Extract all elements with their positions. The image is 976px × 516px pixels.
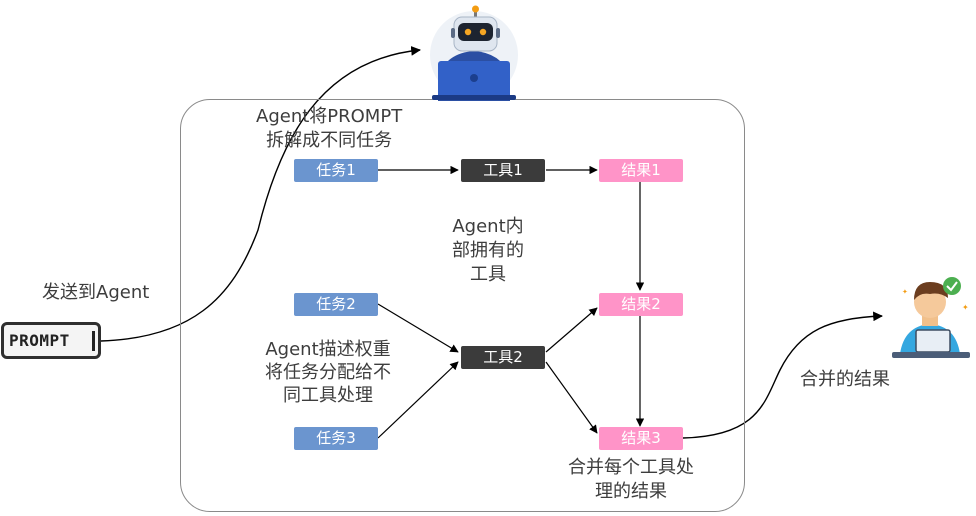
svg-text:✦: ✦	[962, 303, 969, 312]
label-send-to-agent: 发送到Agent	[42, 282, 150, 303]
arrow-task3-tool2	[377, 361, 459, 439]
label-agent-tools: Agent内 部拥有的 工具	[452, 216, 524, 285]
label-assign-tasks: Agent描述权重 将任务分配给不 同工具处理	[265, 339, 391, 406]
label-merge-each: 合并每个工具处 理的结果	[568, 457, 694, 502]
arrow-tool2-result2	[545, 307, 598, 353]
svg-text:✦: ✦	[902, 288, 908, 296]
curve-result3-to-user	[682, 311, 883, 439]
robot-with-laptop-icon	[418, 5, 530, 101]
node-tool-1: 工具1	[461, 159, 545, 182]
label-merged-result: 合并的结果	[800, 369, 890, 390]
node-result-2: 结果2	[599, 293, 683, 316]
node-task-2: 任务2	[294, 293, 378, 316]
prompt-label: PROMPT	[9, 331, 70, 350]
node-result-1: 结果1	[599, 159, 683, 182]
arrow-tool2-result3	[545, 361, 598, 434]
node-task-1: 任务1	[294, 159, 378, 182]
person-at-laptop-icon: ✦ ✦	[886, 270, 974, 364]
prompt-input-box: PROMPT	[1, 322, 101, 359]
text-cursor-icon	[92, 331, 95, 351]
node-tool-2: 工具2	[461, 346, 545, 369]
curve-prompt-to-agent	[100, 46, 421, 342]
arrow-task2-tool2	[377, 303, 459, 353]
node-result-3: 结果3	[599, 427, 683, 450]
node-task-3: 任务3	[294, 427, 378, 450]
label-agent-split-prompt: Agent将PROMPT 拆解成不同任务	[256, 106, 403, 151]
